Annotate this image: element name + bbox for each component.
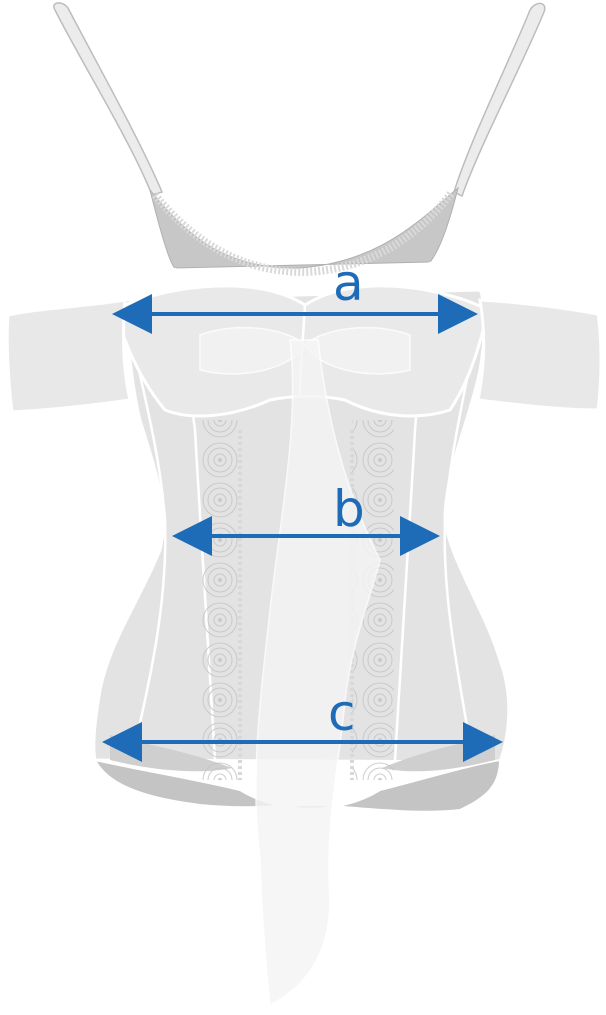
measurement-c-label: c xyxy=(328,684,356,742)
left-strap xyxy=(54,3,162,195)
right-sleeve xyxy=(478,300,601,410)
right-strap xyxy=(454,3,545,196)
left-sleeve xyxy=(7,300,130,412)
left-lace-panel xyxy=(198,420,240,780)
straps xyxy=(54,3,545,196)
measurement-b-label: b xyxy=(333,480,365,538)
back-panel xyxy=(150,188,458,268)
measurement-a-label: a xyxy=(333,254,364,312)
